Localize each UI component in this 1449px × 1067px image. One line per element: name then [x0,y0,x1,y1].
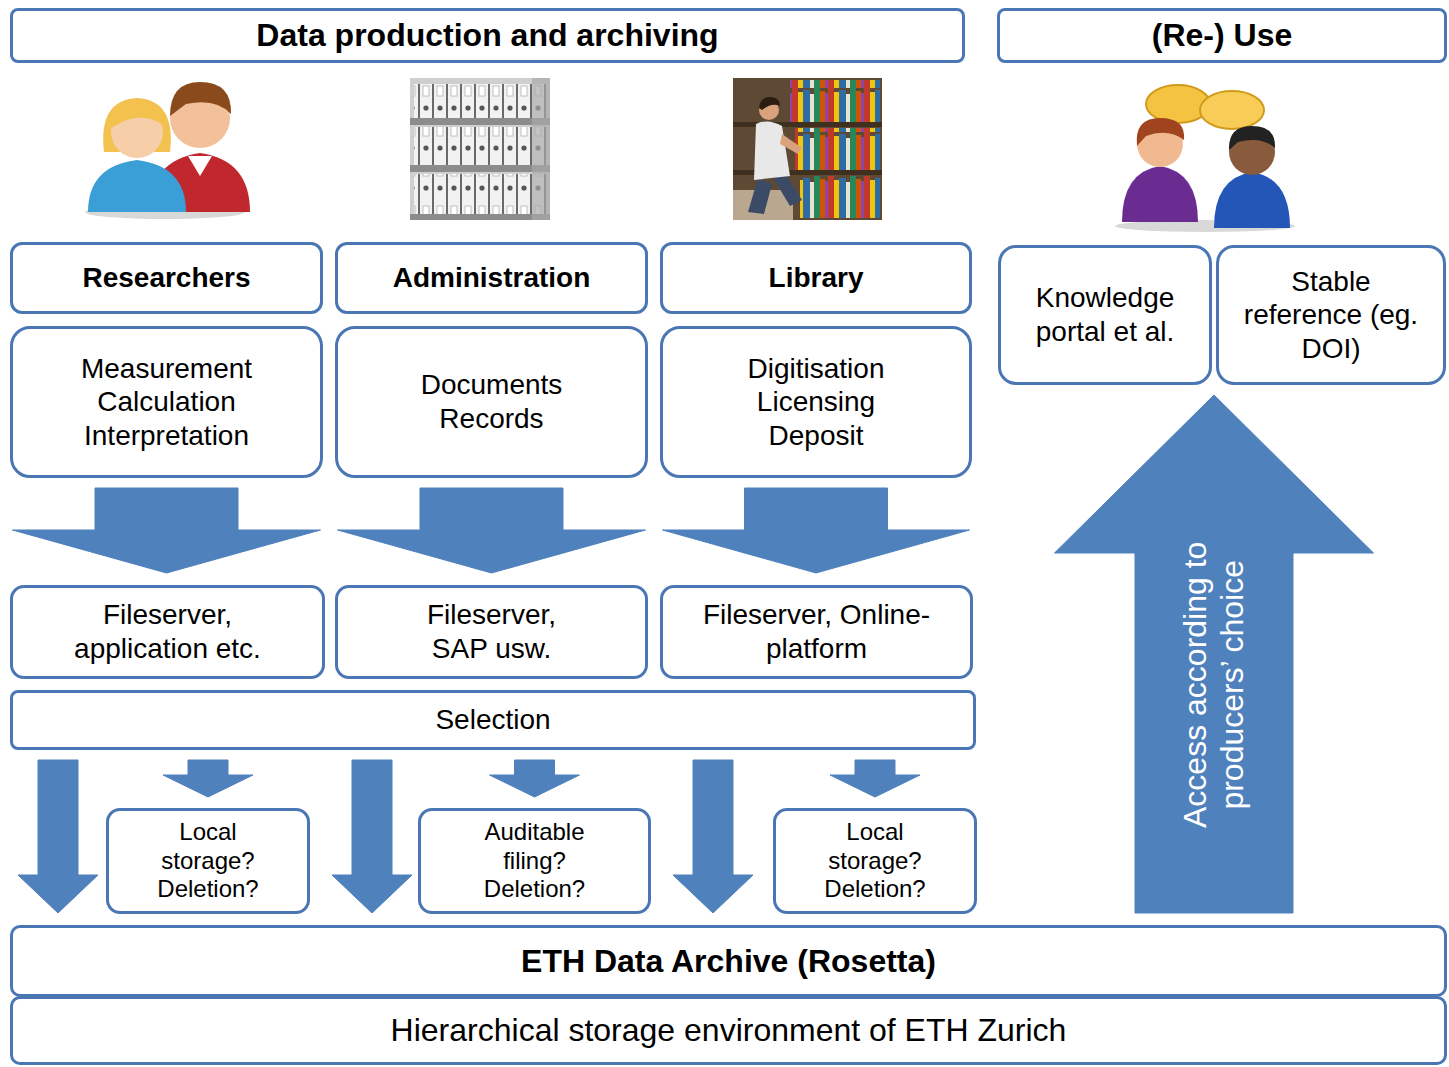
node-text: Knowledge portal et al. [1010,281,1200,348]
node-text: Data production and archiving [256,16,718,54]
node-text: Measurement Calculation Interpretation [67,352,267,453]
library-photo-part [795,128,880,170]
decision-box: Local storage? Deletion? [106,808,310,914]
reuse-icon-part [1200,91,1264,129]
library-photo-part [759,97,780,110]
archive-shelves-photo-part [410,118,550,125]
section-header: Data production and archiving [10,8,965,63]
researchers-icon-part [170,82,231,116]
block-arrow [673,760,753,913]
library-photo-part [754,121,790,180]
storage-box: Fileserver, Online-platform [660,585,973,679]
library-photo-part [800,176,880,218]
library-photo-part [780,134,802,154]
node-text: Library [769,261,864,295]
reuse-icon-part [1122,166,1198,222]
block-arrow [332,760,412,913]
archive-shelves-photo-part [410,214,550,220]
reuse-icon-part [1229,126,1275,150]
node-text: Local storage? Deletion? [805,818,945,904]
researchers-icon-part [88,160,186,212]
storage-bar: Hierarchical storage environment of ETH … [10,996,1447,1065]
archive-shelves-photo-part [414,127,546,165]
node-text: Local storage? Deletion? [138,818,278,904]
archive-shelves-photo-part [414,84,546,118]
reuse-icon-part [1137,118,1184,146]
library-photo-part [733,122,882,127]
node-text: (Re-) Use [1152,16,1292,54]
researchers-icon [85,82,250,219]
node-text: Digitisation Licensing Deposit [716,352,916,453]
block-arrow [13,488,321,573]
archive-shelves-photo-part [410,78,550,220]
actor-label: Researchers [10,242,323,314]
node-text: Documents Records [407,368,577,435]
actor-label: Administration [335,242,648,314]
block-arrow [338,488,646,573]
archive-shelves-photo [410,78,550,220]
block-arrow [663,488,970,573]
section-header: (Re-) Use [997,8,1447,63]
reuse-icon-part [1214,172,1290,228]
activity-box: Documents Records [335,326,648,478]
node-text: ETH Data Archive (Rosetta) [521,942,936,980]
archive-bar: ETH Data Archive (Rosetta) [10,925,1447,997]
block-arrow [490,760,580,797]
reuse-box: Knowledge portal et al. [998,245,1212,385]
node-text: Stable reference (eg. DOI) [1241,265,1421,366]
archive-shelves-photo-part [410,165,550,172]
actor-label: Library [660,242,972,314]
decision-box: Auditable filing? Deletion? [418,808,651,914]
node-text: Fileserver, application etc. [48,598,288,665]
library-photo-part [790,80,880,122]
activity-box: Measurement Calculation Interpretation [10,326,323,478]
storage-box: Fileserver, SAP usw. [335,585,648,679]
library-photo [733,78,882,220]
block-arrow [830,760,920,797]
decision-box: Local storage? Deletion? [773,808,977,914]
node-text: Auditable filing? Deletion? [465,818,605,904]
arrow-label: Access according to producers’ choice [1177,520,1251,850]
researchers-icon-part [111,102,164,128]
node-text: Researchers [82,261,250,295]
researchers-icon-part [188,156,212,176]
library-photo-part [733,78,882,220]
reuse-icon [1115,85,1295,232]
node-text: Selection [435,703,550,737]
node-text: Fileserver, SAP usw. [402,598,582,665]
reuse-box: Stable reference (eg. DOI) [1216,245,1446,385]
node-text: Fileserver, Online-platform [672,598,962,665]
activity-box: Digitisation Licensing Deposit [660,326,972,478]
block-arrow [163,760,253,797]
node-text: Hierarchical storage environment of ETH … [391,1011,1067,1049]
storage-box: Fileserver, application etc. [10,585,325,679]
selection-bar: Selection [10,690,976,750]
archive-shelves-photo-part [414,174,546,214]
reuse-icon-part [1146,85,1210,123]
library-photo-part [748,178,772,214]
block-arrow [18,760,98,913]
archive-shelves-photo-part [532,78,550,220]
node-text: Administration [393,261,591,295]
